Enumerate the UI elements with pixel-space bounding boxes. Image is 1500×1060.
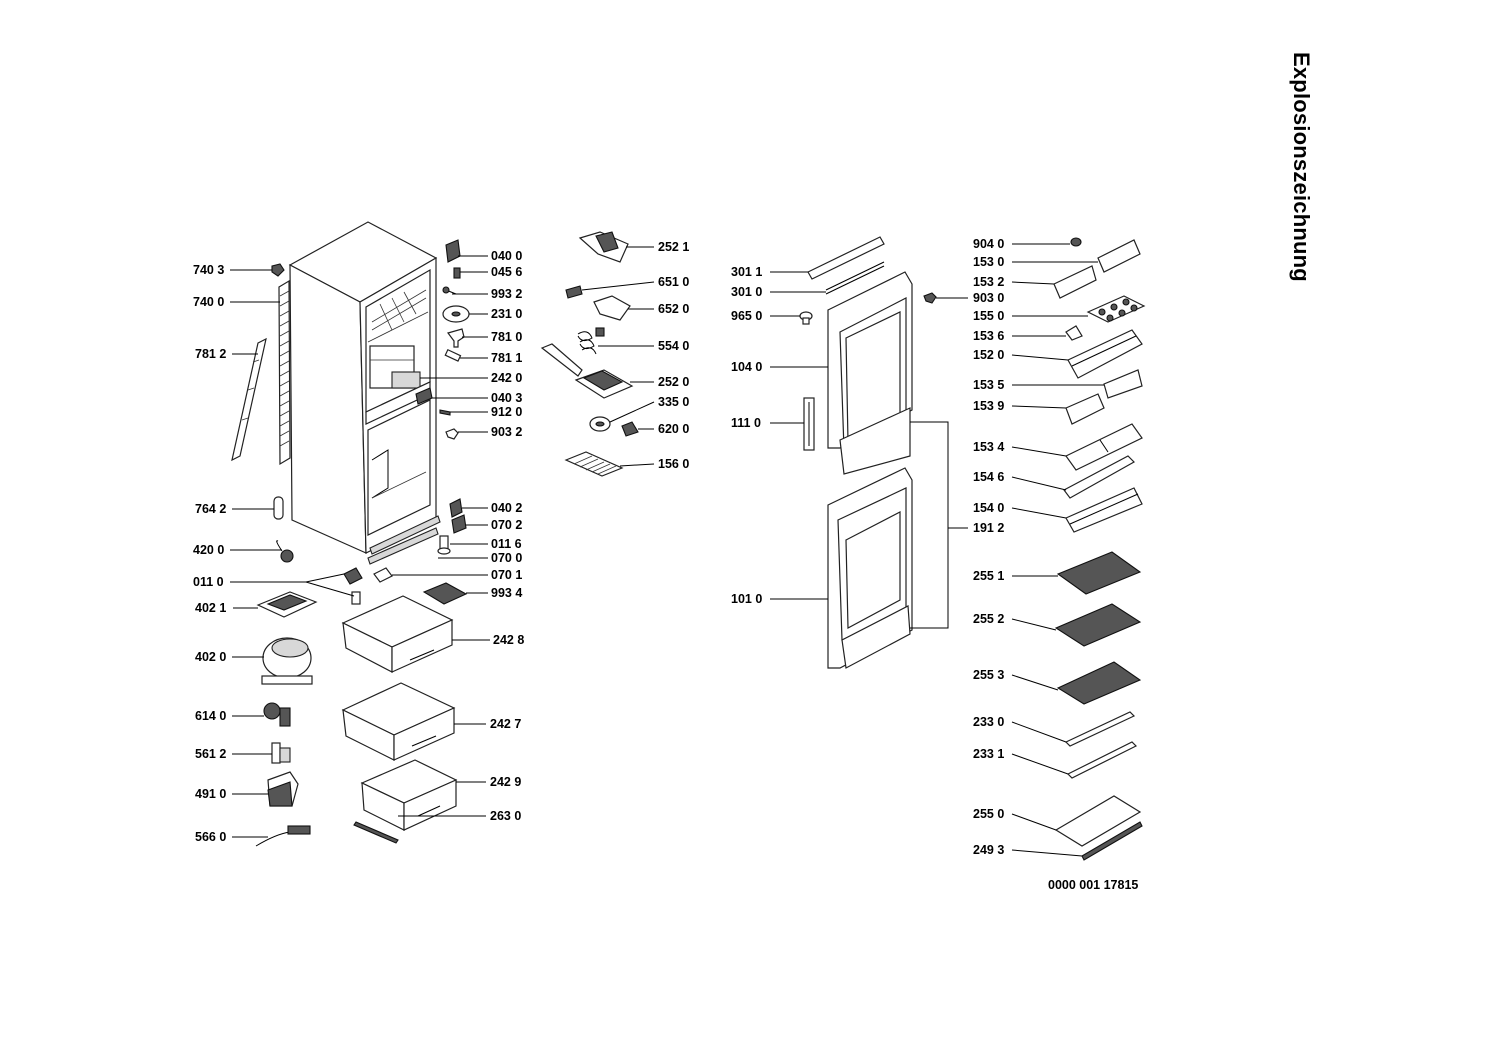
label-5660: 566 0 [195,830,226,844]
label-7812: 781 2 [195,347,226,361]
left-parts [231,263,318,847]
label-2331: 233 1 [973,747,1004,761]
label-0403: 040 3 [491,391,522,405]
label-1539: 153 9 [973,399,1004,413]
label-1534: 153 4 [973,440,1004,454]
label-1010: 101 0 [731,592,762,606]
label-6200: 620 0 [658,422,689,436]
label-6520: 652 0 [658,302,689,316]
label-2427: 242 7 [490,717,521,731]
label-3010: 301 0 [731,285,762,299]
label-1532: 153 2 [973,275,1004,289]
label-6140: 614 0 [195,709,226,723]
label-2552: 255 2 [973,612,1004,626]
drawing-number: 0000 001 17815 [1048,878,1138,892]
label-0700: 070 0 [491,551,522,565]
label-9934: 993 4 [491,586,522,600]
label-1040: 104 0 [731,360,762,374]
label-5612: 561 2 [195,747,226,761]
label-0400: 040 0 [491,249,522,263]
drawer-2428 [341,595,454,673]
label-9032: 903 2 [491,425,522,439]
drawer-2427 [341,682,456,761]
page-title: Explosionszeichnung [1288,52,1318,312]
fridge-cabinet [288,221,441,565]
label-2553: 255 3 [973,668,1004,682]
label-1520: 152 0 [973,348,1004,362]
label-7642: 764 2 [195,502,226,516]
label-9932: 993 2 [491,287,522,301]
label-7400: 740 0 [193,295,224,309]
label-9040: 904 0 [973,237,1004,251]
label-1530: 153 0 [973,255,1004,269]
label-9120: 912 0 [491,405,522,419]
label-2630: 263 0 [490,809,521,823]
label-4021: 402 1 [195,601,226,615]
label-5540: 554 0 [658,339,689,353]
label-3011: 301 1 [731,265,762,279]
label-1546: 154 6 [973,470,1004,484]
label-2521: 252 1 [658,240,689,254]
label-2551: 255 1 [973,569,1004,583]
label-4200: 420 0 [193,543,224,557]
label-1535: 153 5 [973,378,1004,392]
label-0702: 070 2 [491,518,522,532]
label-0116: 011 6 [491,537,522,551]
label-7811: 781 1 [491,351,522,365]
label-7403: 740 3 [193,263,224,277]
label-2420: 242 0 [491,371,522,385]
label-2330: 233 0 [973,715,1004,729]
right-parts [923,237,1146,861]
label-1912: 191 2 [973,521,1004,535]
label-2428: 242 8 [493,633,524,647]
page-title-text: Explosionszeichnung [1289,52,1314,282]
label-4910: 491 0 [195,787,226,801]
label-4020: 402 0 [195,650,226,664]
label-6510: 651 0 [658,275,689,289]
label-0402: 040 2 [491,501,522,515]
label-1536: 153 6 [973,329,1004,343]
label-0110: 011 0 [193,575,224,589]
drawer-2429 [360,759,458,831]
part-labels: 740 3 740 0 781 2 764 2 420 0 011 0 402 … [193,237,1138,892]
label-3350: 335 0 [658,395,689,409]
center-parts [341,239,470,844]
label-2550: 255 0 [973,807,1004,821]
label-2429: 242 9 [490,775,521,789]
label-2493: 249 3 [973,843,1004,857]
label-1540: 154 0 [973,501,1004,515]
label-7810: 781 0 [491,330,522,344]
label-9030: 903 0 [973,291,1004,305]
top-center-parts [540,231,639,477]
doors [799,236,913,669]
label-9650: 965 0 [731,309,762,323]
label-1560: 156 0 [658,457,689,471]
label-2310: 231 0 [491,307,522,321]
label-1110: 111 0 [731,416,761,430]
leader-lines [230,243,1104,857]
label-1550: 155 0 [973,309,1004,323]
label-0456: 045 6 [491,265,522,279]
label-0701: 070 1 [491,568,522,582]
label-2520: 252 0 [658,375,689,389]
